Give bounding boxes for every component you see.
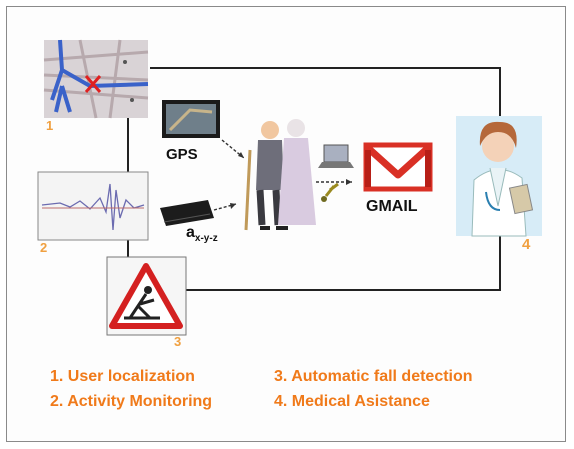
node-number-1: 1 (46, 118, 54, 133)
caption-automatic-fall-detection: 3. Automatic fall detection (274, 368, 473, 385)
caption-user-localization: 1. User localization (50, 368, 195, 385)
node-number-2: 2 (40, 240, 48, 255)
gps-label: GPS (166, 146, 198, 163)
accelerometer-icon (160, 200, 214, 226)
gps-device-icon (162, 100, 220, 138)
doctor-icon (456, 116, 542, 237)
elderly-couple-icon (244, 119, 316, 231)
caption-activity-monitoring: 2. Activity Monitoring (50, 393, 213, 410)
node-number-3: 3 (174, 334, 182, 349)
gmail-envelope-icon (363, 142, 433, 192)
gmail-label: GMAIL (366, 198, 418, 215)
map-icon (43, 39, 149, 119)
signal-waveform-icon (37, 171, 149, 241)
connector-lines (127, 67, 501, 291)
arrow-heads (230, 152, 352, 209)
accelerometer-label-axes: x-y-z (194, 233, 218, 245)
accelerometer-label: ax-y-z (186, 224, 218, 244)
fall-warning-sign-icon (106, 256, 187, 336)
accelerometer-label-main: a (186, 224, 195, 241)
node-number-4: 4 (522, 236, 531, 253)
laptop-icon (318, 144, 354, 168)
connector-plug-icon (321, 182, 339, 202)
caption-medical-assistance: 4. Medical Asistance (274, 393, 430, 410)
